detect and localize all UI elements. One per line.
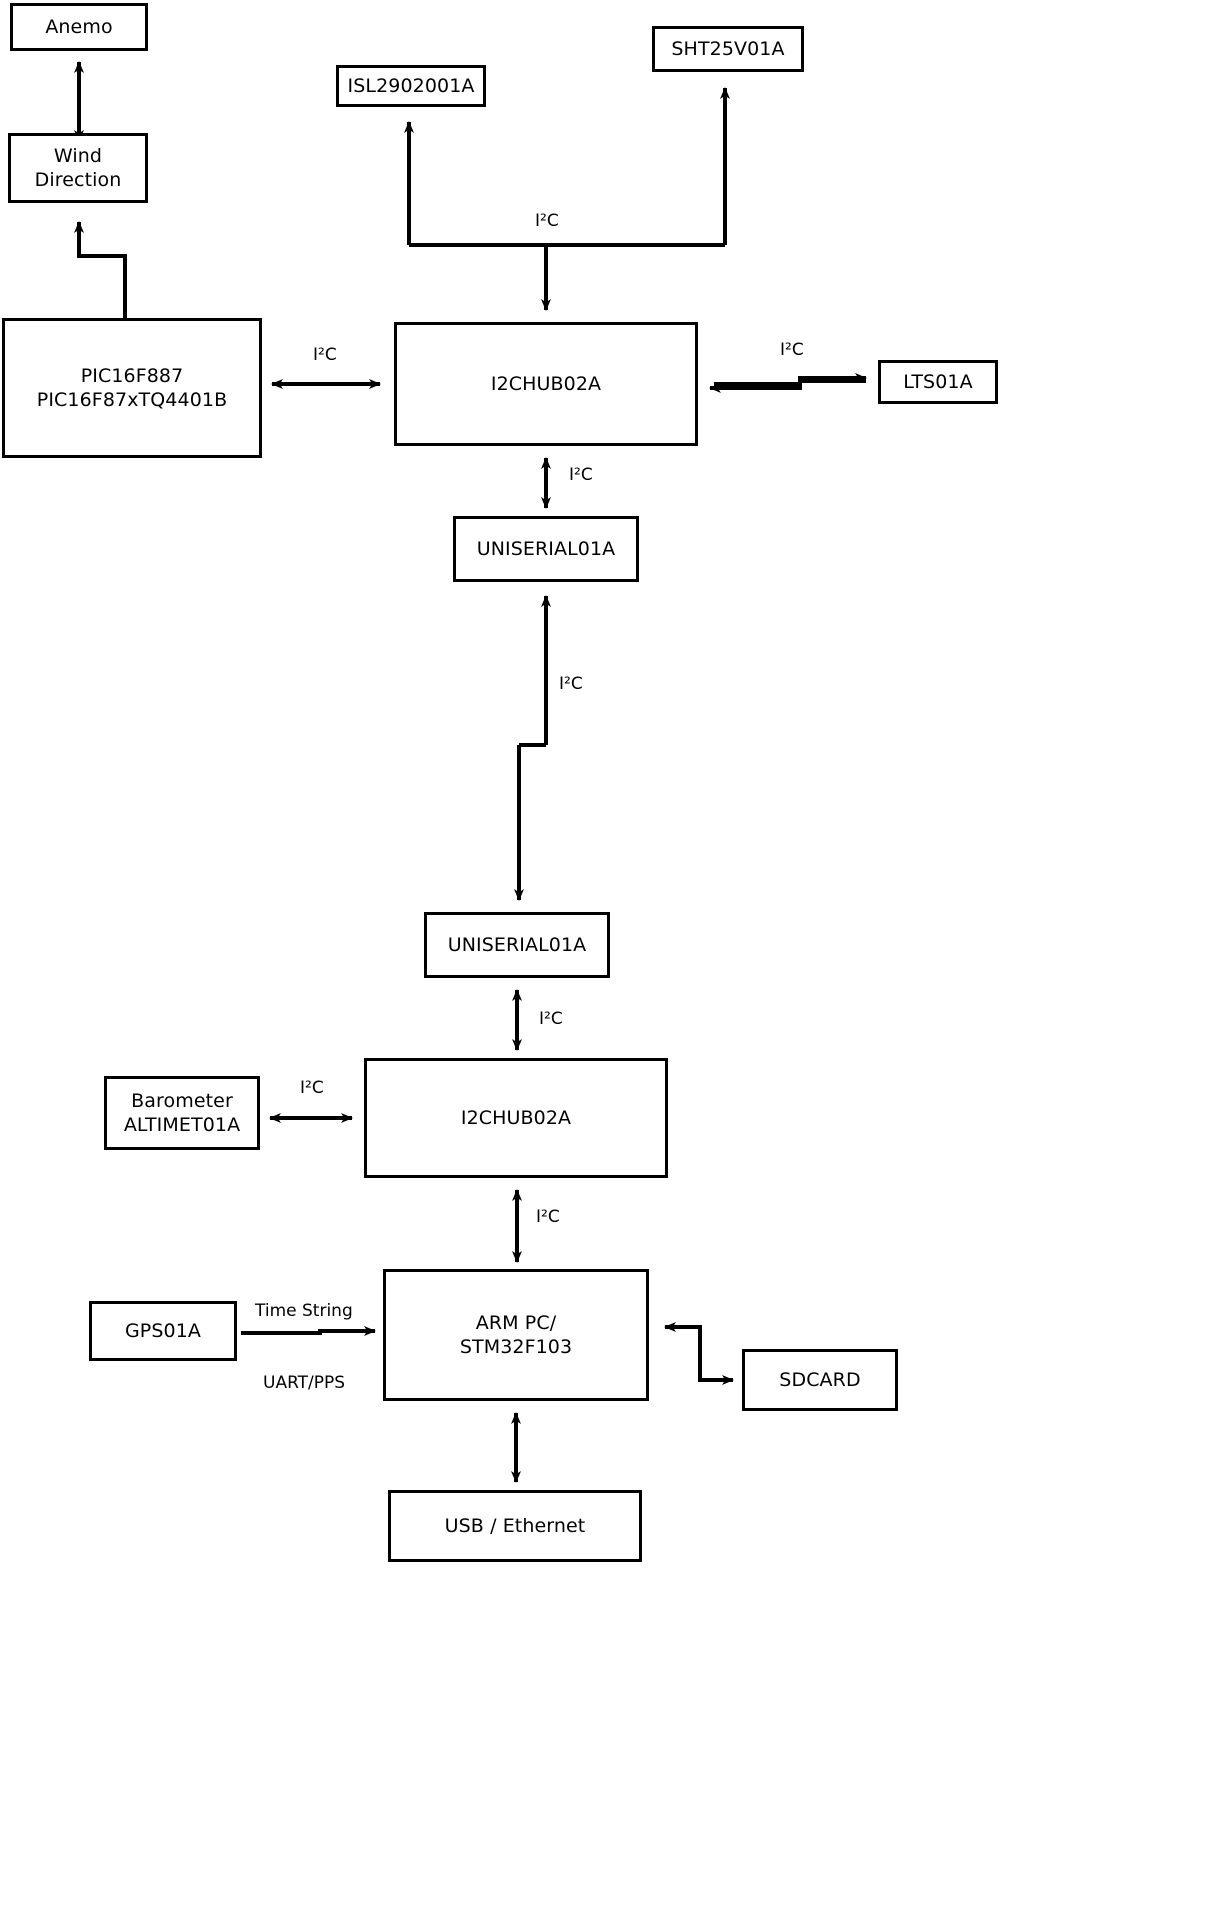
node-i2chub02a-bottom[interactable]: I2CHUB02A [364,1058,668,1178]
wire-uniserialbot-uniserialtop [514,595,551,901]
wire-pic-winddir [74,221,127,318]
node-usb-ethernet[interactable]: USB / Ethernet [388,1490,642,1562]
node-gps01a[interactable]: GPS01A [89,1301,237,1361]
node-wind-direction[interactable]: Wind Direction [8,133,148,203]
edge-label-i2c-hub-lts: I²C [780,340,804,360]
edge-label-i2c-hub-uniserial: I²C [569,465,593,485]
edge-label-uart-pps: UART/PPS [263,1373,346,1393]
edge-label-i2c-baro-hub2: I²C [300,1078,324,1098]
node-uniserial01a-bottom[interactable]: UNISERIAL01A [424,912,610,978]
node-sdcard[interactable]: SDCARD [742,1349,898,1411]
edge-label-i2c-hub2-arm: I²C [536,1207,560,1227]
wire-gps-arm [241,1326,376,1336]
edge-label-i2c-uniserial-uniserial: I²C [559,674,583,694]
wire-arm-sdcard [664,1322,734,1385]
node-pic-microcontroller[interactable]: PIC16F887 PIC16F87xTQ4401B [2,318,262,458]
wire-i2c-bus-branch [404,87,730,311]
node-uniserial01a-top[interactable]: UNISERIAL01A [453,516,639,582]
node-lts01a[interactable]: LTS01A [878,360,998,404]
wire-hubtop-lts [709,373,867,393]
node-anemo[interactable]: Anemo [10,3,148,51]
node-arm-pc-stm32f103[interactable]: ARM PC/ STM32F103 [383,1269,649,1401]
edge-label-time-string: Time String [255,1301,353,1321]
edge-label-i2c-bus-top: I²C [535,211,559,231]
edge-label-i2c-pic-hub: I²C [313,345,337,365]
node-barometer-altimet01a[interactable]: Barometer ALTIMET01A [104,1076,260,1150]
node-i2chub02a-top[interactable]: I2CHUB02A [394,322,698,446]
node-sht25v01a[interactable]: SHT25V01A [652,26,804,72]
edge-label-i2c-uniserial-hub2: I²C [539,1009,563,1029]
node-isl2902001a[interactable]: ISL2902001A [336,65,486,107]
